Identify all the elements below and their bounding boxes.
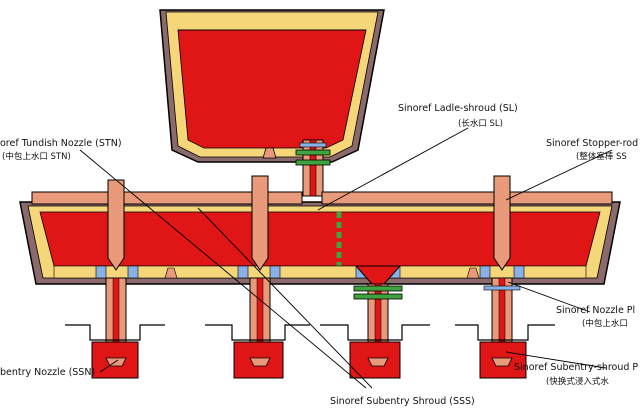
- tundish-cover-left: [31, 191, 303, 205]
- label-subentry-nozzle: bentry Nozzle (SSN): [0, 367, 96, 378]
- label-ladle-shroud: Sinoref Ladle-shroud (SL): [398, 103, 518, 114]
- label-tundish-nozzle-cn: (中包上水口 STN): [2, 152, 71, 162]
- submerged-nozzle-4: [483, 277, 521, 359]
- tundish: [19, 191, 621, 285]
- label-stopper-rod: Sinoref Stopper-rod: [546, 138, 639, 149]
- label-tundish-nozzle: oref Tundish Nozzle (STN): [0, 138, 122, 149]
- stopper-rod-3: [493, 175, 511, 271]
- ladle: [159, 9, 385, 163]
- label-nozzle-plate-cn: (中包上水口: [582, 319, 628, 329]
- ladle-molten-steel: [177, 29, 367, 149]
- label-stopper-rod-cn: (整体塞棒 SS: [576, 152, 627, 162]
- leader-lines: [79, 127, 613, 389]
- label-subentry-shroud-plate-cn: (快换式浸入式水: [546, 377, 609, 387]
- label-subentry-shroud: Sinoref Subentry Shroud (SSS): [330, 396, 475, 407]
- ladle-shroud: [295, 139, 331, 197]
- label-subentry-shroud-plate: Sinoref Subentry-shroud P: [514, 362, 639, 373]
- ladle-small-nozzle: [262, 147, 277, 159]
- stopper-rod-2: [251, 175, 269, 271]
- mould-steel: [91, 341, 527, 379]
- label-ladle-shroud-cn: (长水口 SL): [458, 119, 503, 129]
- tundish-cover-right: [321, 191, 613, 205]
- moulds: [65, 324, 555, 341]
- label-nozzle-plate: Sinoref Nozzle Pl: [556, 305, 636, 316]
- stopper-rod-1: [107, 179, 125, 271]
